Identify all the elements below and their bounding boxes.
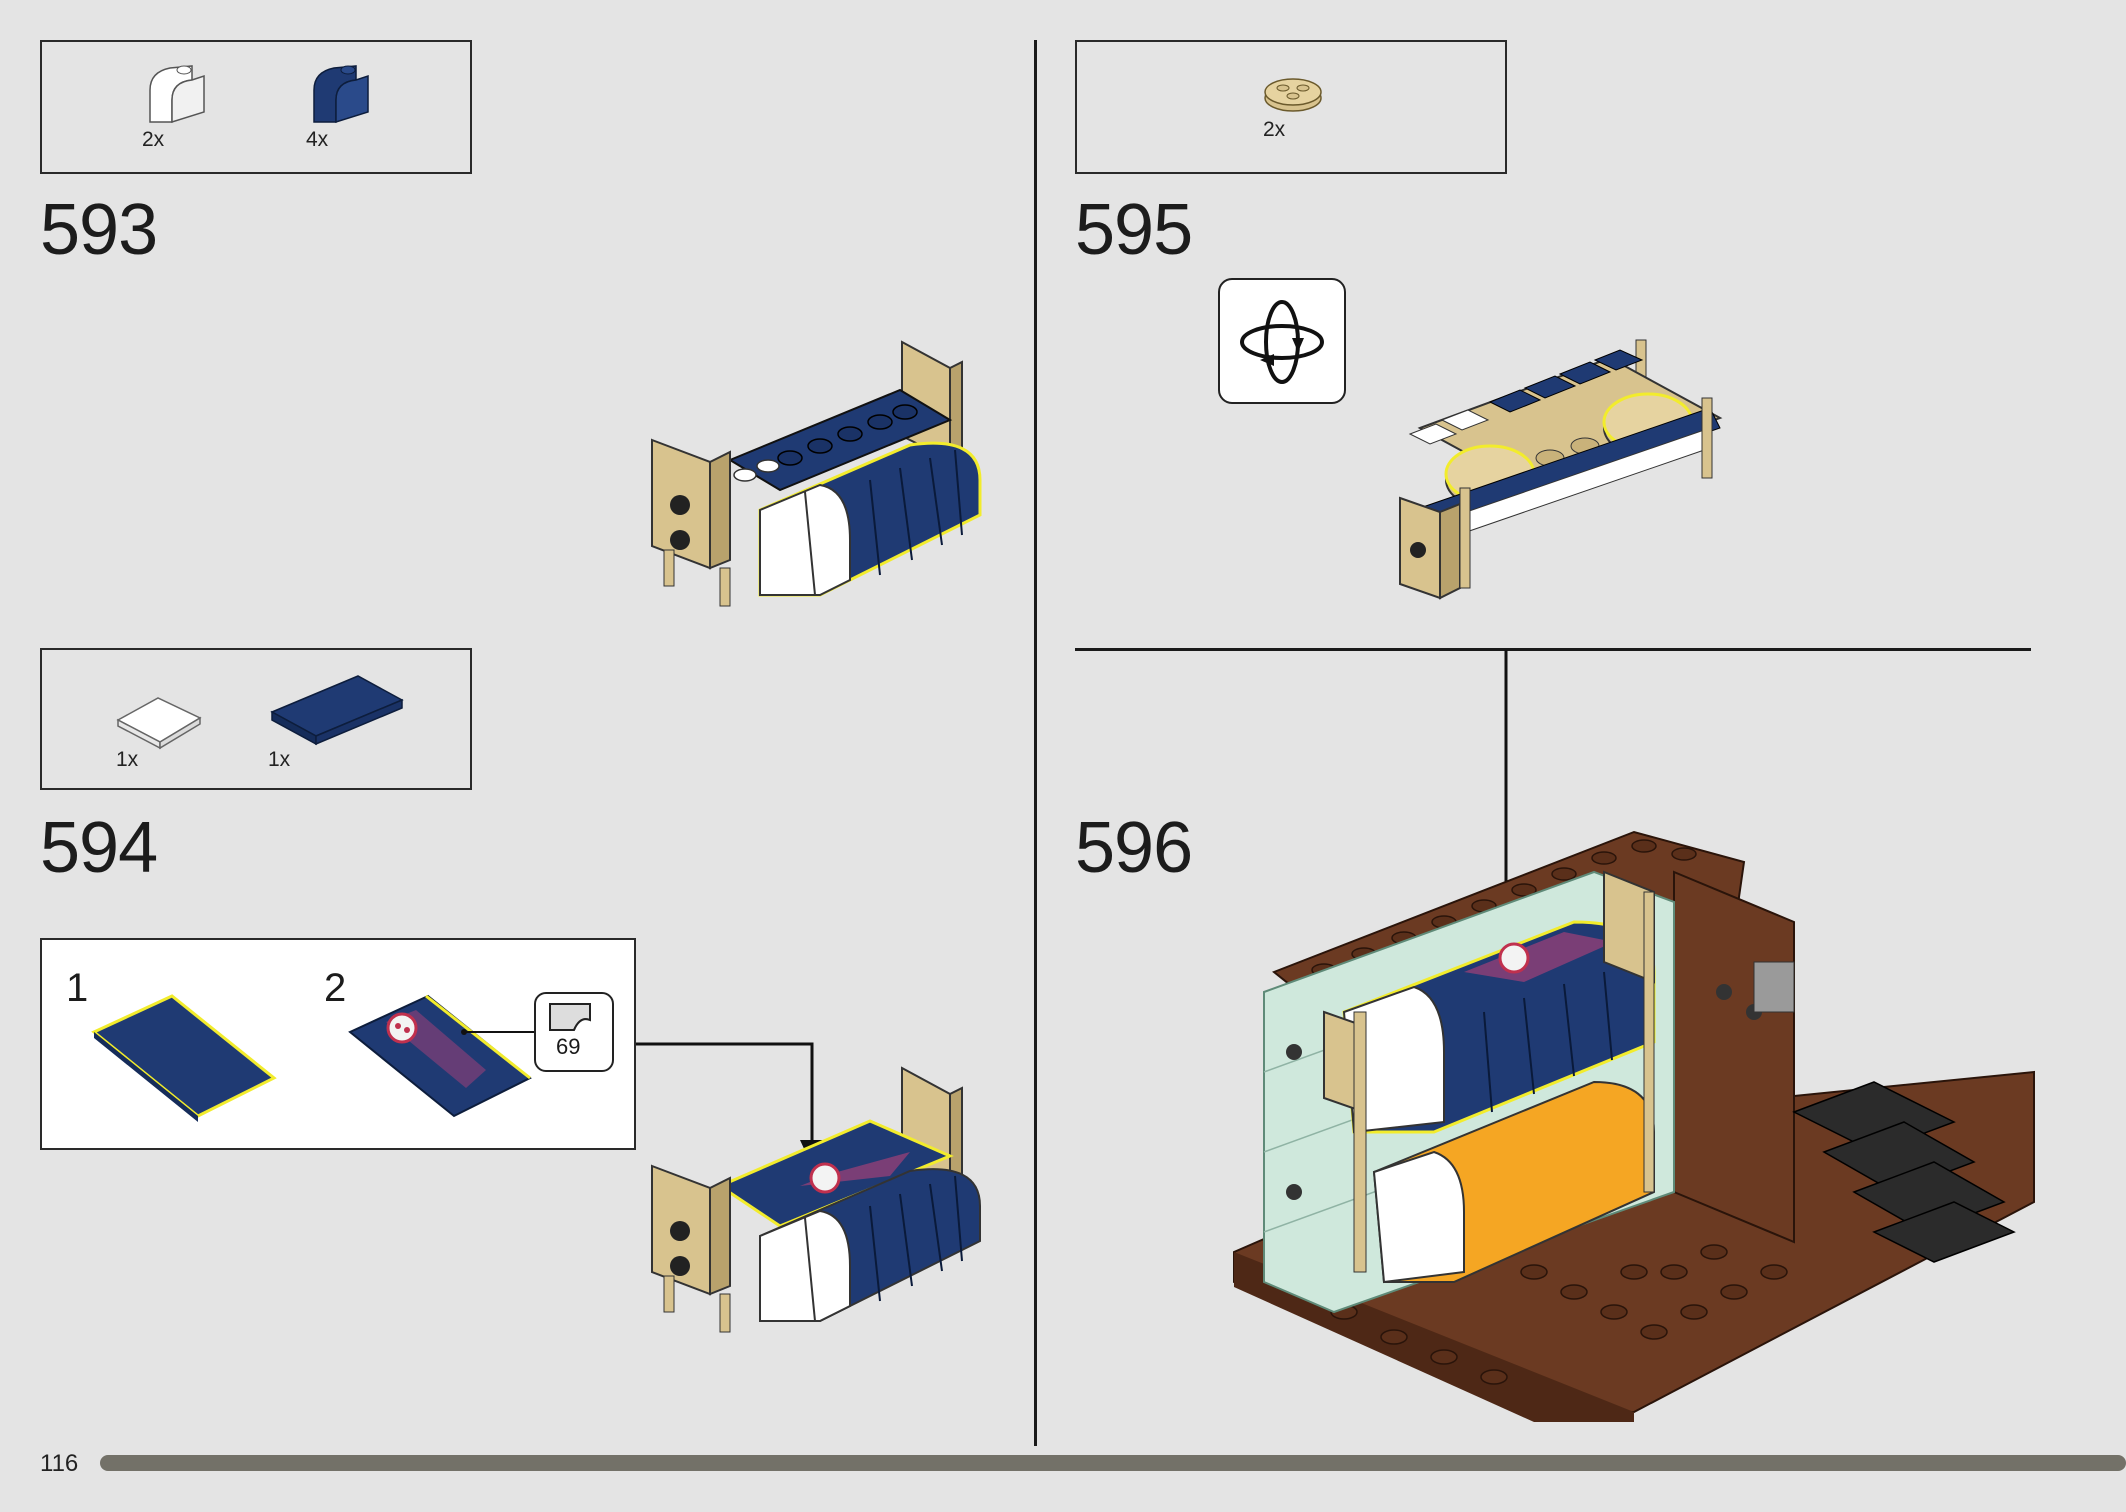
parts-list-595: 2x bbox=[1075, 40, 1507, 174]
white-curved-slope-part bbox=[149, 65, 205, 124]
page-divider bbox=[1034, 40, 1037, 1446]
blue-curved-slope-part bbox=[313, 65, 369, 124]
step-number-593: 593 bbox=[40, 190, 158, 270]
substep-number-2: 2 bbox=[324, 966, 347, 1010]
qty-593-blue: 4x bbox=[306, 128, 329, 151]
blue-tile-highlighted bbox=[91, 994, 277, 1122]
parts-list-593: 2x 4x bbox=[40, 40, 472, 174]
white-tile-part bbox=[116, 697, 202, 750]
sticker-number: 69 bbox=[556, 1034, 581, 1059]
bed-model-595-underside bbox=[1399, 339, 1723, 600]
bed-model-594 bbox=[651, 1066, 981, 1333]
page-progress-bar bbox=[100, 1455, 2126, 1471]
sticker-leader-line bbox=[461, 1029, 534, 1035]
blue-tile-part bbox=[270, 675, 404, 746]
bunk-room-model-596 bbox=[1233, 830, 2035, 1422]
sticker-peel-icon bbox=[549, 1003, 591, 1031]
rotate-model-icon bbox=[1218, 278, 1346, 404]
qty-594-blue: 1x bbox=[268, 748, 291, 771]
sticker-reference-box: 69 bbox=[534, 992, 614, 1072]
tan-round-plate-part bbox=[1264, 78, 1322, 112]
step-number-596: 596 bbox=[1075, 808, 1193, 888]
qty-594-white: 1x bbox=[116, 748, 139, 771]
parts-list-594: 1x 1x bbox=[40, 648, 472, 790]
step-separator-595-596 bbox=[1075, 648, 2031, 651]
substep-number-1: 1 bbox=[66, 966, 89, 1010]
qty-593-white: 2x bbox=[142, 128, 165, 151]
step-number-595: 595 bbox=[1075, 190, 1193, 270]
step-number-594: 594 bbox=[40, 808, 158, 888]
stickered-tile bbox=[348, 994, 532, 1118]
qty-595-tan: 2x bbox=[1263, 118, 1286, 141]
rotate-arrows-icon bbox=[1240, 300, 1324, 384]
page-number: 116 bbox=[40, 1450, 79, 1477]
bed-model-593 bbox=[651, 340, 982, 607]
substep-callout-594: 1 2 69 bbox=[40, 938, 636, 1150]
